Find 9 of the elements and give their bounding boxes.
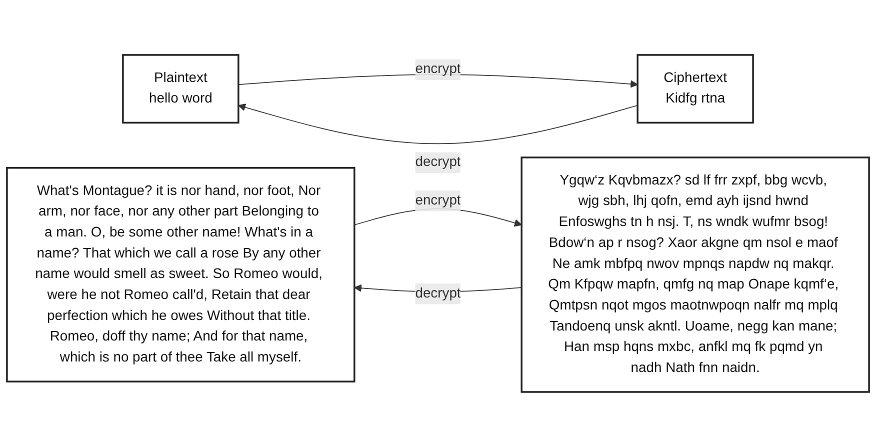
edge-label: decrypt — [415, 154, 461, 170]
edge-label: encrypt — [415, 62, 461, 77]
node-box: Ygqw‘z Kqvbmazx? sd lf frr zxpf, bbg wcvb, wjg sbh, lhj qofn, emd ayh ijsnd hwnd Enfoswghs tn h nsj. T, ns wndk wufmr bsog! Bdow‘n ap r nsog? Xaor akgne qm nsol e maof Ne amk mbfpq nwov mpnqs napdw nq makqr. Qm Kfpqw mapfn, qmfg nq map Onape kqmf‘e, Qmtpsn nqot mgos maotnwpoqn nalfr mq mplq Tandoenq unsk akntl. Uoame, negg kan mane; Han msp hqns mxbc, anfkl mq fk pqmd yn nadh Nath fnn naidn. — [520, 156, 870, 393]
node-box: Plaintext hello word — [122, 54, 240, 124]
edge-label: encrypt — [415, 193, 461, 208]
arrow — [238, 104, 638, 144]
node-box: What's Montague? it is nor hand, nor foot, Nor arm, nor face, nor any other part Belonging to a man. O, be some other name! What's in a name? That which we call a rose By any other name would smell as sweet. So Romeo would, were he not Romeo call'd, Retain that dear perfection which he owes Without that title. Romeo, doff thy name; And for that name, which is no part of thee Take all myself. — [6, 167, 356, 382]
node-box: Ciphertext Kidfg rtna — [636, 54, 754, 124]
edge-label: decrypt — [415, 286, 461, 301]
